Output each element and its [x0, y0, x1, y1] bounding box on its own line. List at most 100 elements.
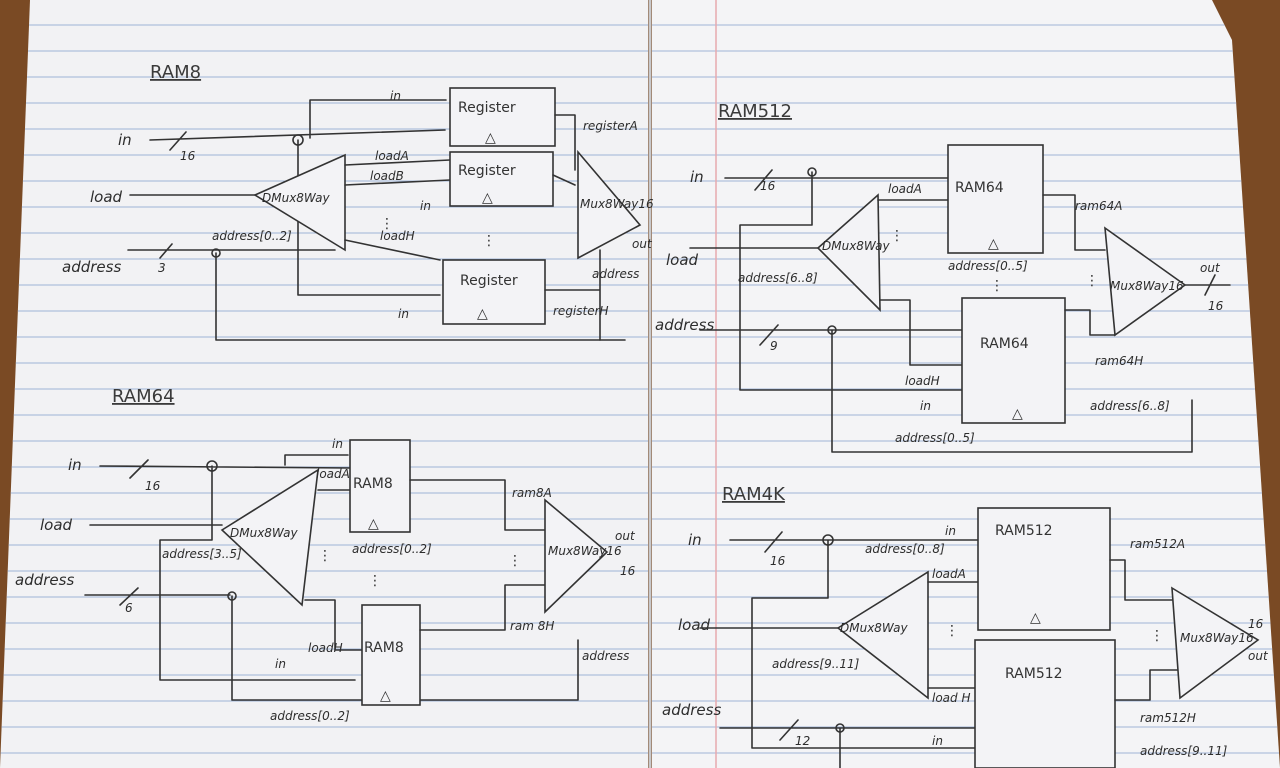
ram512-dots-load: ⋮ [890, 228, 904, 244]
ram512-address-label: address [655, 316, 714, 334]
ram64-dots-load: ⋮ [318, 548, 332, 564]
ram8-loadB: loadB [370, 169, 404, 183]
ram512-address-hi: address[6..8] [738, 271, 818, 285]
ram512-load-label: load [666, 251, 699, 269]
ram4k-ram512-a [977, 507, 1111, 631]
ram64-loadA: loadA [316, 467, 350, 481]
ram64-loadH: loadH [308, 641, 343, 655]
ram512-in-H: in [920, 399, 931, 413]
ram4k-out16: 16 [1248, 617, 1264, 631]
ram512-address-lo-a: address[0..5] [948, 259, 1028, 273]
ram8-register-a-clock: △ [485, 130, 496, 146]
ram64-dots-mux: ⋮ [508, 553, 522, 569]
ram512-out16: 16 [1208, 299, 1224, 313]
ram8-dmux-shape [253, 153, 346, 252]
ram8-registerA-out: registerA [583, 119, 638, 133]
ram4k-dots-mux: ⋮ [1150, 628, 1164, 644]
ram64-title: RAM64 [112, 386, 175, 407]
ram4k-ram512H: ram512H [1140, 711, 1196, 725]
ram4k-loadA: loadA [932, 567, 966, 581]
ram8-in-label: in [118, 131, 132, 149]
ram512-ram64-a-label: RAM64 [955, 180, 1004, 196]
ram8-register-b-label: Register [458, 163, 516, 179]
ram512-ram64-h-label: RAM64 [980, 336, 1029, 352]
ram8-dots-reg: ⋮ [482, 233, 496, 249]
ram4k-in-A: in [945, 524, 956, 538]
ram4k-out: out [1248, 649, 1269, 663]
ram8-register-a-label: Register [458, 100, 516, 116]
ram512-ram64A: ram64A [1075, 199, 1122, 213]
ram4k-address-out: address[9..11] [1140, 744, 1228, 758]
ram8-bus3: 3 [158, 261, 166, 275]
ram64-ram8-h-clock: △ [380, 688, 391, 704]
ram512-mux-shape [1104, 226, 1187, 337]
ram4k-ram512-a-clock: △ [1030, 610, 1041, 626]
ram64-ram8-h-label: RAM8 [364, 640, 404, 656]
ram64-in-H: in [275, 657, 286, 671]
ram8-diagram: RAM8 in load address 16 3 DMux8Way addre… [62, 62, 654, 341]
ram64-diagram: RAM64 in load address 16 6 DMux8Way addr… [15, 386, 636, 723]
ram4k-title: RAM4K [722, 484, 786, 505]
ram64-address-hi: address[3..5] [162, 547, 242, 561]
ram4k-dmux-label: DMux8Way [840, 621, 908, 635]
ram512-dots-ram: ⋮ [990, 278, 1004, 294]
ram8-address-label: address [62, 258, 121, 276]
ram64-mux-label: Mux8Way16 [548, 544, 622, 558]
ram512-ram64-a-clock: △ [988, 236, 999, 252]
ram512-ram64H: ram64H [1095, 354, 1143, 368]
ram512-in-label: in [690, 168, 704, 186]
ram64-out16: 16 [620, 564, 636, 578]
ram64-dmux-shape [220, 468, 319, 607]
ram4k-dmux-shape [836, 570, 929, 700]
ram8-in-H: in [398, 307, 409, 321]
ram4k-dots-load: ⋮ [945, 623, 959, 639]
ram4k-diagram: RAM4K in load address 16 12 address[0..8… [662, 484, 1269, 768]
ram8-register-b [449, 151, 554, 207]
ram4k-mux-label: Mux8Way16 [1180, 631, 1254, 645]
ram8-mux-shape [577, 149, 642, 260]
ram512-ram64-h [961, 297, 1066, 424]
ram8-out: out [632, 237, 653, 251]
ram4k-loadH: load H [932, 691, 970, 705]
ram512-loadH: loadH [905, 374, 940, 388]
ram512-ram64-a [947, 144, 1044, 254]
ram8-register-h [442, 259, 546, 325]
ram512-loadA: loadA [888, 182, 922, 196]
ram512-bus9: 9 [770, 339, 778, 353]
ram8-registerH-out: registerH [553, 304, 609, 318]
ram4k-ram512-h-label: RAM512 [1005, 666, 1063, 682]
ram64-ram8-a-clock: △ [368, 516, 379, 532]
ram64-address-out: address [582, 649, 629, 663]
ram8-register-a [449, 87, 556, 147]
ram4k-address-hi: address[9..11] [772, 657, 860, 671]
ram8-address-out: address [592, 267, 639, 281]
ram4k-in-H: in [932, 734, 943, 748]
ram512-out: out [1200, 261, 1221, 275]
ram4k-address-top: address[0..8] [865, 542, 945, 556]
ram64-address-lo-a: address[0..2] [352, 542, 432, 556]
ram8-register-b-clock: △ [482, 190, 493, 206]
ram64-bus16: 16 [145, 479, 161, 493]
ram64-in-label: in [68, 456, 82, 474]
ram512-dmux-shape [816, 193, 881, 312]
ram512-ram64-h-clock: △ [1012, 406, 1023, 422]
ram64-mux-shape [544, 498, 609, 614]
ram512-address-out: address[6..8] [1090, 399, 1170, 413]
ram512-title: RAM512 [718, 101, 792, 122]
ram8-register-h-clock: △ [477, 306, 488, 322]
ram512-dots-mux: ⋮ [1085, 273, 1099, 289]
ram8-register-h-label: Register [460, 273, 518, 289]
ram8-dmux-label: DMux8Way [262, 191, 330, 205]
ram64-in-A: in [332, 437, 343, 451]
ram64-dmux-label: DMux8Way [230, 526, 298, 540]
ram64-address-label: address [15, 571, 74, 589]
ram512-address-lo-h: address[0..5] [895, 431, 975, 445]
ram4k-address-label: address [662, 701, 721, 719]
ram64-bus6: 6 [125, 601, 133, 615]
ram4k-ram512-a-label: RAM512 [995, 523, 1053, 539]
ram512-mux-label: Mux8Way16 [1110, 279, 1184, 293]
ram512-diagram: RAM512 in load address 16 9 DMux8Way add… [655, 101, 1231, 453]
ram64-ram8-a [349, 439, 411, 533]
